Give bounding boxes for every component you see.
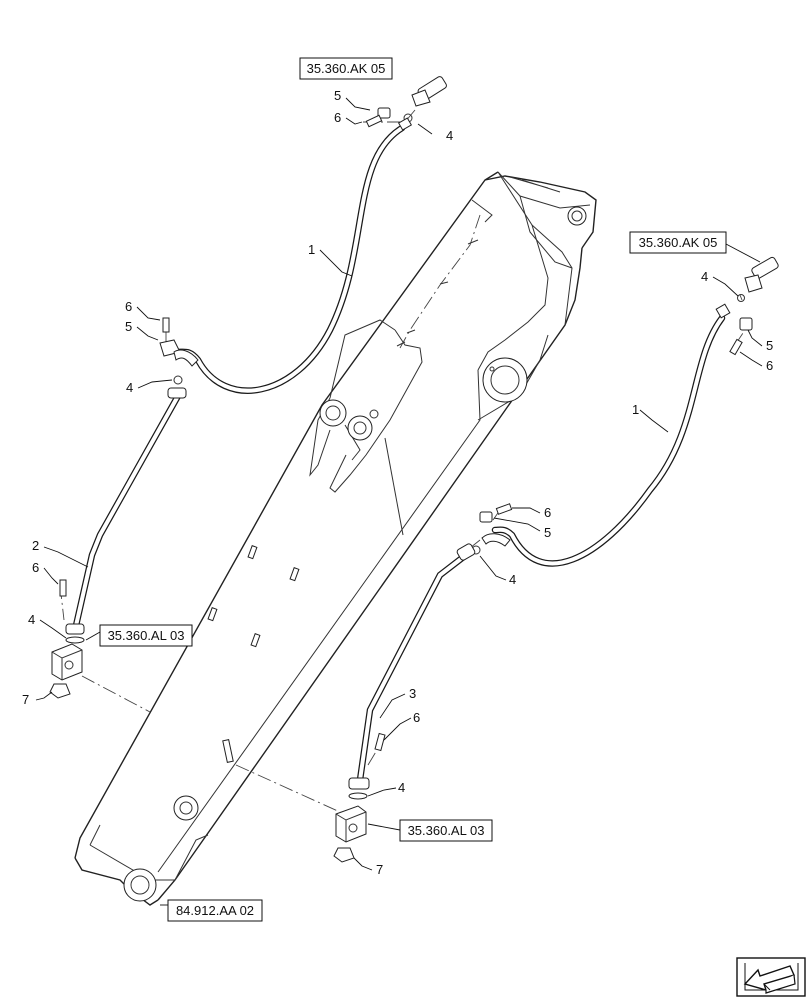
ref-box-top-label: 35.360.AK 05 — [307, 61, 386, 76]
boom-assembly — [74, 171, 597, 906]
ref-box-left-block-label: 35.360.AL 03 — [108, 628, 185, 643]
flange-half-mid — [479, 511, 493, 523]
alignment-lines — [59, 109, 746, 813]
o-ring-left — [173, 375, 183, 385]
callout-mid-5: 5 — [544, 525, 551, 540]
tube-2 — [71, 392, 182, 634]
ref-box-boom-pin[interactable]: 84.912.AA 02 — [167, 899, 263, 922]
o-ring-right-block — [348, 792, 368, 800]
flange-half-right — [739, 317, 753, 331]
bolt-left — [162, 317, 170, 333]
callout-right-1: 1 — [632, 402, 639, 417]
flange-half-top — [377, 107, 391, 119]
bolt-mid — [495, 503, 513, 515]
clip-1 — [247, 545, 258, 560]
hose-1-top — [174, 124, 406, 394]
clip-5 — [222, 739, 234, 763]
elbow-mid — [481, 533, 511, 547]
plug-left — [49, 683, 71, 699]
ref-box-left-block[interactable]: 35.360.AL 03 — [99, 624, 193, 647]
bolt-left-lower — [59, 579, 67, 597]
callout-right-4b: 4 — [398, 780, 405, 795]
boom-lower-boss — [173, 795, 199, 821]
elbow-left — [173, 349, 199, 367]
flange-left-block — [65, 623, 85, 635]
flange-right-block — [348, 777, 370, 790]
ref-box-right-label: 35.360.AK 05 — [639, 235, 718, 250]
hose-1-right — [491, 314, 726, 567]
ref-box-right-block-label: 35.360.AL 03 — [408, 823, 485, 838]
bracket-pin-hole-left — [319, 399, 347, 427]
reference-boxes: 35.360.AK 05 35.360.AK 05 35.360.AL 03 3… — [99, 57, 727, 922]
bracket-pin-hole-right — [347, 415, 373, 441]
callout-right-7: 7 — [376, 862, 383, 877]
flange-mid-tube — [456, 543, 476, 561]
ref-box-boom-pin-label: 84.912.AA 02 — [176, 903, 254, 918]
return-arrow-icon[interactable] — [736, 957, 806, 997]
bolt-right-lower — [374, 732, 386, 752]
cylinder-mount-boss — [482, 357, 528, 403]
callout-right-4: 4 — [701, 269, 708, 284]
plug-right — [333, 847, 355, 863]
callout-left-4b: 4 — [28, 612, 35, 627]
callout-mid-6: 6 — [544, 505, 551, 520]
callout-top-4: 4 — [446, 128, 453, 143]
callout-right-6: 6 — [766, 358, 773, 373]
callout-numbers: 5 6 4 1 6 5 4 2 6 4 7 4 5 6 1 6 5 4 3 6 … — [22, 88, 773, 877]
o-ring-left-block — [65, 636, 85, 644]
callout-left-6: 6 — [125, 299, 132, 314]
ref-box-right[interactable]: 35.360.AK 05 — [629, 231, 727, 254]
callout-right-5: 5 — [766, 338, 773, 353]
callout-left-7: 7 — [22, 692, 29, 707]
callout-left-2: 2 — [32, 538, 39, 553]
boom-head-pin-hole — [567, 206, 587, 226]
ref-box-top[interactable]: 35.360.AK 05 — [299, 57, 393, 80]
callout-left-4: 4 — [126, 380, 133, 395]
fittings — [49, 76, 779, 863]
callout-right-6b: 6 — [413, 710, 420, 725]
boom-foot-pin-hole — [123, 868, 157, 902]
callout-left-6b: 6 — [32, 560, 39, 575]
callout-right-3: 3 — [409, 686, 416, 701]
callout-top-5: 5 — [334, 88, 341, 103]
ref-box-right-block[interactable]: 35.360.AL 03 — [399, 819, 493, 842]
callout-left-5: 5 — [125, 319, 132, 334]
clip-2 — [289, 567, 300, 582]
flange-left-tube — [167, 387, 187, 399]
callout-top-6: 6 — [334, 110, 341, 125]
callout-top-1: 1 — [308, 242, 315, 257]
bolt-right — [729, 338, 743, 356]
clip-3 — [207, 607, 218, 622]
callout-mid-4: 4 — [509, 572, 516, 587]
adapter-right — [751, 256, 779, 280]
bolt-top — [365, 114, 383, 128]
tube-3 — [356, 551, 470, 784]
clip-4 — [250, 633, 261, 648]
leader-lines — [35, 77, 763, 906]
o-ring-right — [737, 294, 745, 302]
